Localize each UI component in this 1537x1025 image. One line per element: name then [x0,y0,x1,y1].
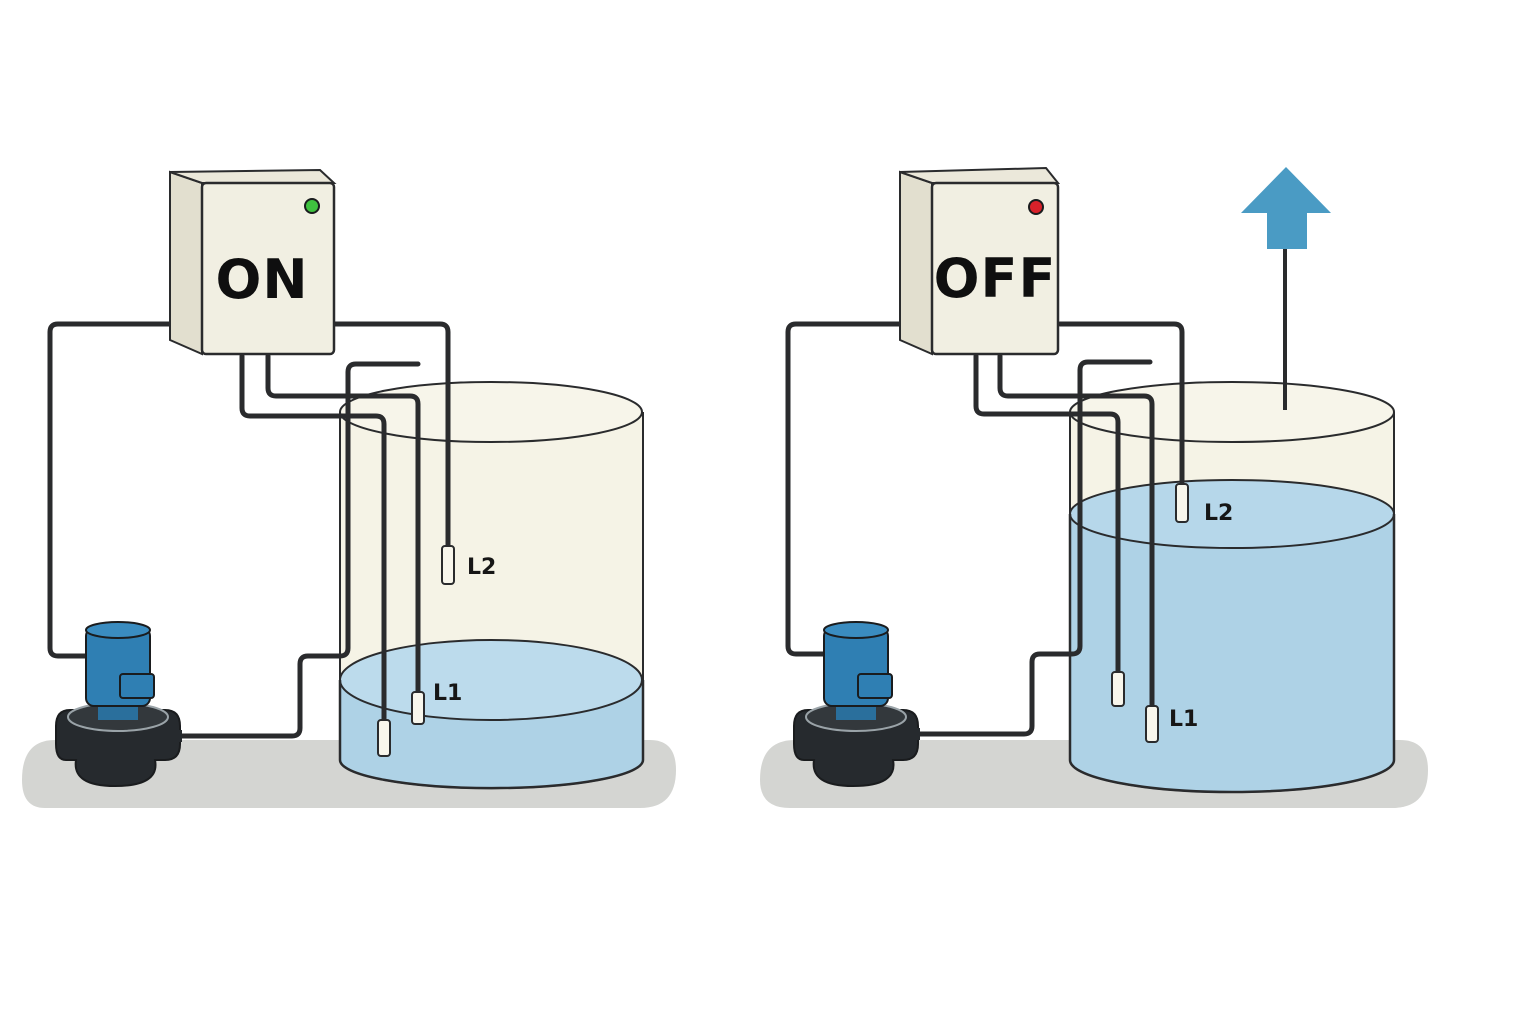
status-label: ON [215,248,308,311]
probe-bottom [377,719,391,757]
control-box: ON [169,168,337,356]
status-label: OFF [934,247,1057,310]
pump [793,621,920,788]
probe-l2: L2 [441,545,496,585]
status-indicator-light [1028,199,1044,215]
status-indicator-light [304,198,320,214]
probe-l1: L1 [411,681,462,725]
probe-l1-label: L1 [1169,707,1198,732]
wires [785,321,1185,737]
panel-on: L2 L1 ON [22,168,676,808]
probe-middle [1111,671,1125,707]
probe-l2: L2 [1175,483,1233,526]
panel-off: L2 L1 OFF [760,166,1428,808]
control-box: OFF [899,166,1061,356]
pump [55,621,182,788]
wires [47,321,451,739]
probe-l1-label: L1 [433,681,462,706]
probe-l2-label: L2 [1204,501,1233,526]
rising-water-arrow [1241,167,1331,410]
probe-l2-label: L2 [467,555,496,580]
probe-l1: L1 [1145,705,1198,743]
